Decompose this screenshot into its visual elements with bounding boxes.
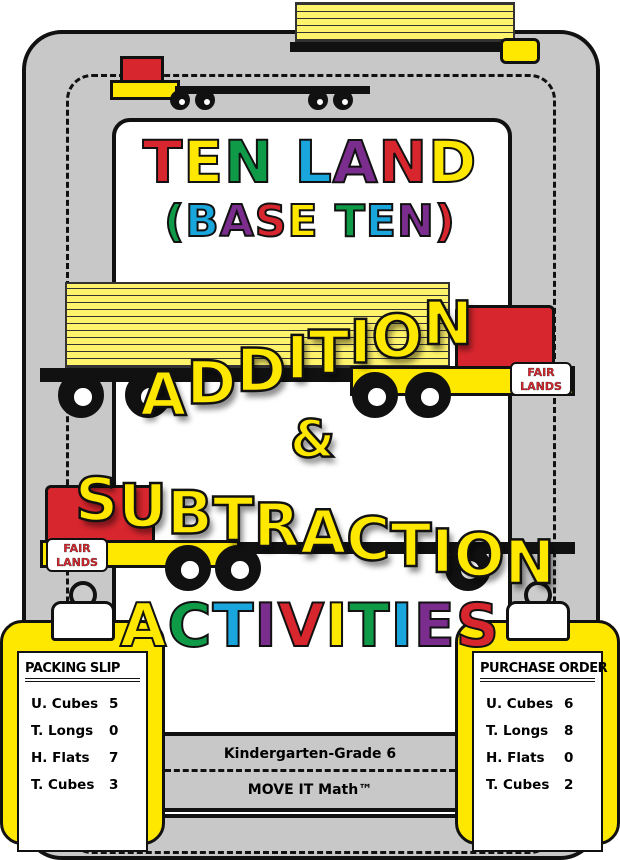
clip-icon	[505, 601, 570, 641]
title-ten-land: TEN LAND	[142, 128, 478, 196]
packing-slip-title: PACKING SLIP	[25, 661, 140, 682]
headline-subtraction: SUBTRACTION	[74, 465, 556, 598]
headline-ampersand: &	[289, 409, 337, 472]
brand-name: MOVE IT Math™	[247, 782, 373, 798]
center-panel	[112, 118, 512, 818]
clip-icon	[50, 601, 115, 641]
purchase-order-title: PURCHASE ORDER	[480, 661, 608, 682]
headline-activities: ACTIVITIES	[119, 591, 500, 661]
subtitle-base-ten: (BASE TEN)	[163, 196, 456, 247]
grade-range: Kindergarten-Grade 6	[165, 736, 455, 772]
footer-band: Kindergarten-Grade 6 MOVE IT Math™	[165, 732, 455, 812]
headline-addition: ADDITION	[139, 289, 474, 430]
